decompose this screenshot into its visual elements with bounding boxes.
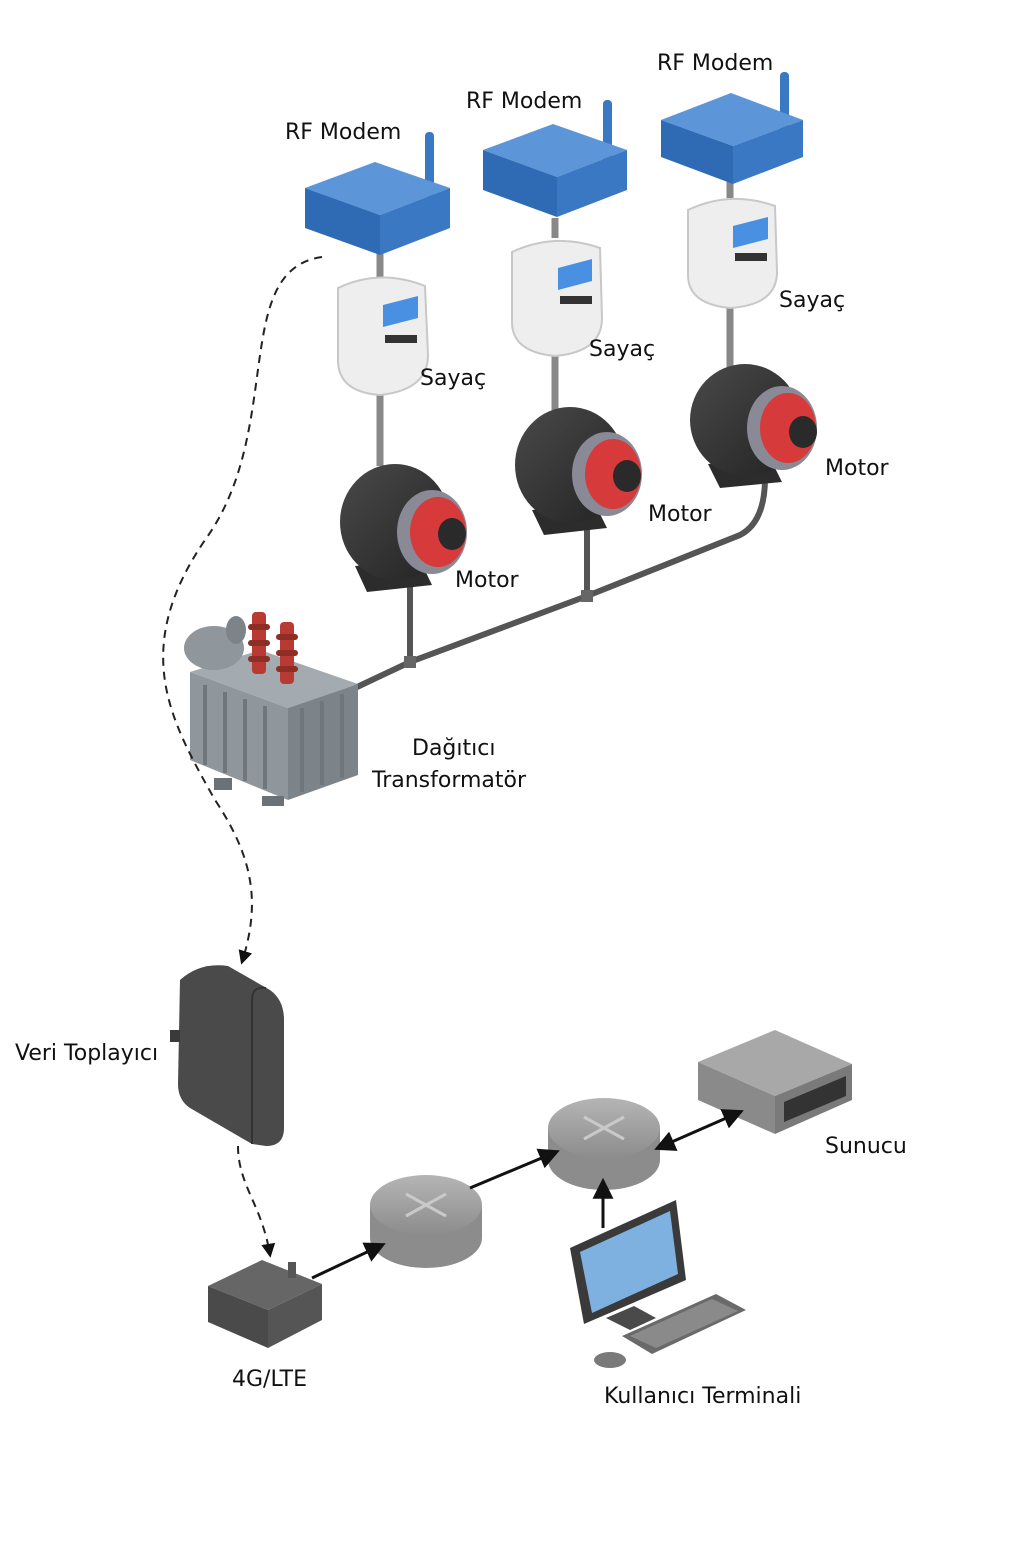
electric-motor-icon xyxy=(340,464,467,592)
lte-label: 4G/LTE xyxy=(232,1367,308,1392)
router-icon xyxy=(370,1175,482,1268)
meter-label: Sayaç xyxy=(589,337,656,362)
collector-link-dashed xyxy=(237,1145,276,1258)
lte-modem-icon xyxy=(208,1260,322,1348)
electric-meter-icon xyxy=(337,276,430,397)
data-collector-icon xyxy=(170,965,284,1146)
rf-modem-icon xyxy=(661,72,803,184)
rf-modem-label: RF Modem xyxy=(657,51,774,76)
rf-modem-icon xyxy=(305,132,450,255)
meter-label: Sayaç xyxy=(779,288,846,313)
computer-terminal-icon xyxy=(570,1200,746,1368)
power-cable xyxy=(353,477,768,691)
motor-label: Motor xyxy=(455,568,519,593)
user-terminal-label: Kullanıcı Terminali xyxy=(604,1384,802,1409)
transformer-label-line1: Dağıtıcı xyxy=(412,736,496,761)
transformer-label-line2: Transformatör xyxy=(372,768,527,793)
server-label: Sunucu xyxy=(825,1134,907,1159)
data-collector-label: Veri Toplayıcı xyxy=(15,1041,159,1066)
rf-modem-label: RF Modem xyxy=(285,120,402,145)
server-icon xyxy=(698,1030,852,1134)
device-stems xyxy=(376,180,734,466)
rf-modem-label: RF Modem xyxy=(466,89,583,114)
motor-label: Motor xyxy=(648,502,712,527)
electric-motor-icon xyxy=(515,407,642,535)
electric-meter-icon xyxy=(511,239,604,358)
electric-meter-icon xyxy=(687,197,779,310)
motor-label: Motor xyxy=(825,456,889,481)
rf-link-dashed xyxy=(162,256,323,965)
router-icon xyxy=(548,1098,660,1190)
rf-modem-icon xyxy=(483,100,627,217)
meter-label: Sayaç xyxy=(420,366,487,391)
electric-motor-icon xyxy=(690,364,817,488)
distribution-transformer-icon xyxy=(184,612,358,806)
network-links xyxy=(311,1109,744,1280)
